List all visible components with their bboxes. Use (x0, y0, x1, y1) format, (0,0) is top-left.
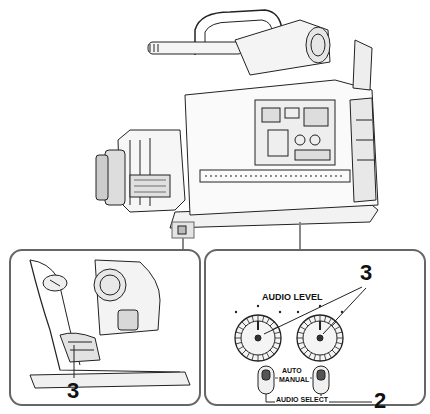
switch-label: AUTO (281, 367, 303, 374)
callout-number: 3 (360, 262, 372, 284)
audio-select-switch (258, 366, 274, 394)
leader-line (266, 394, 372, 402)
callout-number: 2 (374, 390, 386, 412)
audio-level-knob (297, 315, 343, 361)
leader-line (323, 288, 366, 334)
left-inset (10, 250, 200, 405)
switch-label: MANUAL (278, 376, 310, 383)
camcorder-body (96, 10, 378, 238)
audio-level-knob (235, 315, 281, 361)
audio-select-switch (313, 366, 329, 394)
inset-line (182, 238, 184, 250)
inset-line (299, 222, 301, 250)
panel-label: AUDIO SELECT (275, 396, 329, 403)
panel-label: AUDIO LEVEL (262, 293, 323, 302)
scale-dots (235, 305, 343, 313)
right-inset (205, 250, 425, 405)
leader-line (74, 345, 75, 378)
callout-number: 3 (67, 380, 79, 402)
